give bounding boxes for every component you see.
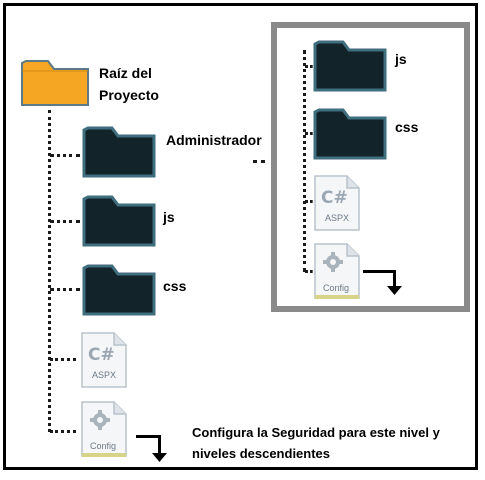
branch-admin-line: [50, 154, 80, 157]
file-page-icon: [314, 175, 360, 231]
branch-aspx-line: [50, 358, 76, 361]
branch-js-line: [50, 220, 80, 223]
inset-branch-js-line: [305, 65, 313, 68]
aspx-file-icon: C# ASPX: [311, 174, 363, 232]
inset-branch-aspx-line: [305, 200, 313, 203]
diagram-frame: Raíz del Proyecto Administrador js css C…: [3, 3, 478, 470]
folder-icon: [21, 60, 89, 106]
branch-css-line: [50, 288, 80, 291]
security-note-line2: niveles descendientes: [192, 446, 331, 461]
root-folder-label-line2: Proyecto: [99, 87, 159, 103]
arrow-stem-vertical: [158, 435, 161, 455]
file-page-icon: [81, 332, 127, 388]
folder-icon: [313, 108, 387, 160]
inset-branch-config-line: [305, 270, 313, 273]
folder-icon: [82, 126, 156, 178]
config-caption: Config: [90, 441, 117, 451]
inset-config-caption: Config: [323, 283, 350, 293]
branch-config-line: [50, 430, 76, 433]
config-file-icon: Config: [311, 242, 363, 302]
arrow-stem-horizontal: [136, 435, 160, 438]
aspx-caption: ASPX: [92, 370, 117, 380]
arrow-icon: [136, 431, 172, 467]
root-folder-label: Raíz del Proyecto: [99, 64, 159, 104]
admin-to-inset-line: [253, 160, 265, 163]
inset-trunk-line: [303, 50, 306, 272]
folder-icon: [82, 195, 156, 247]
admin-contents-panel: js css C# ASPX: [271, 22, 470, 312]
gear-icon: [90, 410, 110, 430]
aspx-glyph: C#: [88, 345, 115, 365]
js-folder-label: js: [163, 209, 175, 225]
admin-folder-label: Administrador: [166, 132, 262, 148]
inset-aspx-glyph: C#: [321, 188, 348, 208]
security-note: Configura la Seguridad para este nivel y…: [192, 424, 440, 463]
inset-aspx-caption: ASPX: [325, 213, 350, 223]
folder-icon: [82, 264, 156, 316]
arrow-icon: [363, 266, 402, 302]
arrow-stem-vertical: [393, 270, 396, 288]
arrow-head-icon: [387, 286, 402, 295]
arrow-head-icon: [152, 453, 167, 462]
tree-trunk-line: [48, 110, 51, 432]
folder-icon: [313, 40, 387, 92]
file-page-icon: [314, 243, 360, 299]
inset-branch-css-line: [305, 132, 313, 135]
security-note-line1: Configura la Seguridad para este nivel y: [192, 425, 440, 440]
config-file-icon: Config: [78, 400, 130, 460]
css-folder-label: css: [163, 278, 187, 294]
inset-js-folder-label: js: [395, 51, 407, 67]
aspx-file-icon: C# ASPX: [78, 331, 130, 389]
root-folder-label-line1: Raíz del: [99, 65, 152, 81]
inset-css-folder-label: css: [395, 119, 419, 135]
arrow-stem-horizontal: [363, 270, 395, 273]
file-page-icon: [81, 401, 127, 457]
gear-icon: [323, 252, 343, 272]
